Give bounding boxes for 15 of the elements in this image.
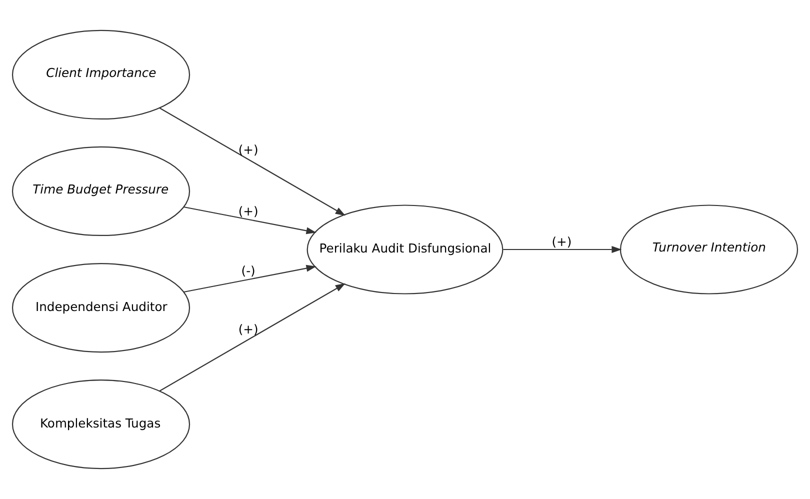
edge-label: (+) [238, 204, 258, 219]
arrow [159, 108, 346, 216]
arrow [184, 264, 316, 293]
node-ellipse: Kompleksitas Tugas [12, 379, 190, 470]
arrow [159, 283, 346, 392]
node-ellipse: Independensi Auditor [12, 262, 190, 353]
edge-label: (-) [241, 264, 256, 278]
arrow [184, 206, 316, 234]
edge-label: (+) [238, 143, 258, 158]
node-ellipse: Client Importance [12, 30, 190, 120]
arrow [503, 246, 622, 254]
edge-label: (+) [552, 234, 572, 249]
node-ellipse: Time Budget Pressure [12, 146, 190, 236]
node-ellipse: Turnover Intention [620, 204, 798, 294]
edge-label: (+) [238, 322, 258, 336]
